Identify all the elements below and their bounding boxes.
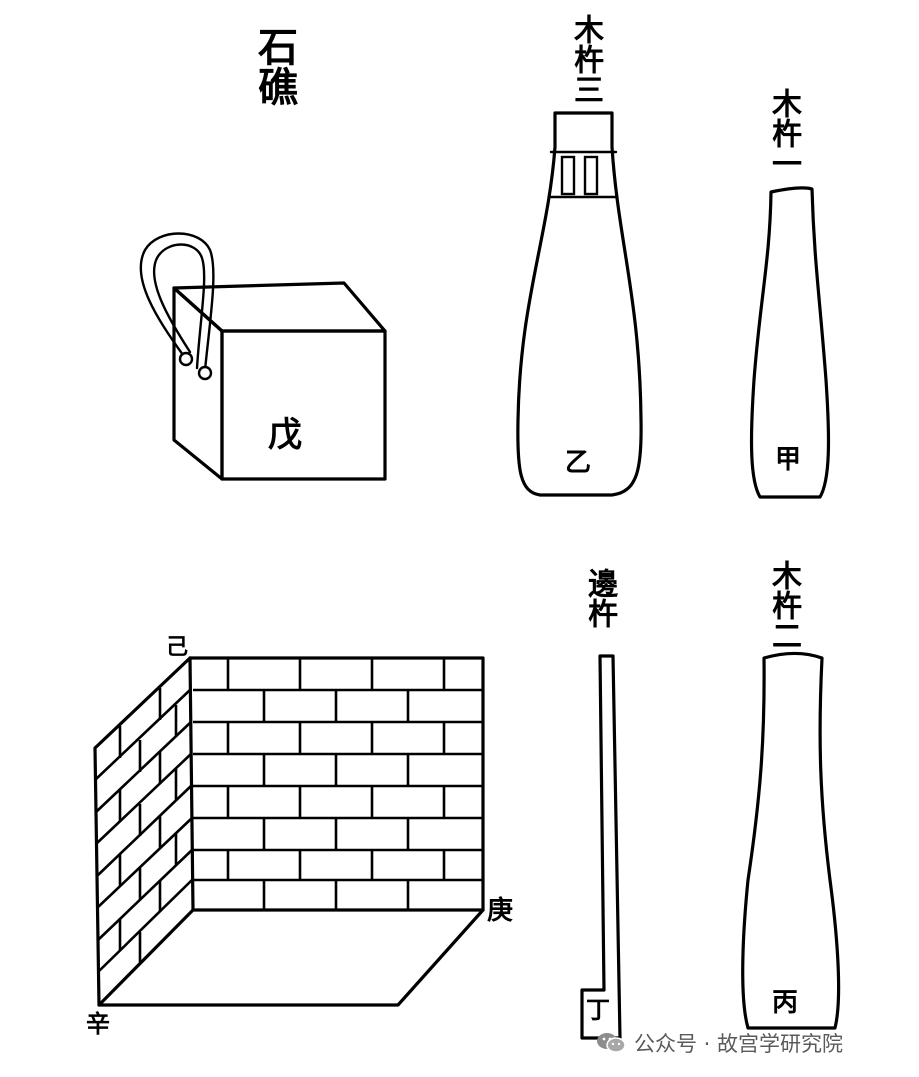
edge-pestle-label: 邊杵 <box>582 568 617 628</box>
pestle-three-mark: 乙 <box>565 448 592 478</box>
pestle-one-mark: 甲 <box>775 445 802 475</box>
stone-tamper-drawing <box>139 232 387 481</box>
wall-corner-top-mark: 己 <box>166 634 189 660</box>
pestle-three-label: 木杵三 <box>568 14 603 104</box>
pestle-one-label: 木杵一 <box>766 88 801 178</box>
wall-corner-bottom-mark: 辛 <box>86 1009 110 1038</box>
edge-pestle-drawing <box>580 654 622 1040</box>
wooden-pestle-one-drawing <box>749 186 831 499</box>
watermark: 公众号 · 故宫学研究院 <box>596 1026 843 1060</box>
stone-tamper-mark: 戊 <box>268 415 302 455</box>
back-wall-bricks <box>193 658 483 910</box>
wooden-pestle-two-drawing <box>741 651 841 1030</box>
brick-wall-corner-drawing <box>93 656 485 1007</box>
pestle-two-mark: 丙 <box>772 988 799 1018</box>
edge-pestle-mark: 丁 <box>586 995 610 1024</box>
wooden-pestle-three-drawing <box>516 111 643 497</box>
wall-corner-right-mark: 庚 <box>487 896 514 926</box>
stone-tamper-title: 石礁 <box>251 26 298 106</box>
wechat-logo-icon <box>597 1033 626 1053</box>
watermark-text: 公众号 · 故宫学研究院 <box>634 1032 844 1056</box>
side-wall-bricks <box>94 688 193 973</box>
pestle-two-label: 木杵二 <box>766 560 801 650</box>
